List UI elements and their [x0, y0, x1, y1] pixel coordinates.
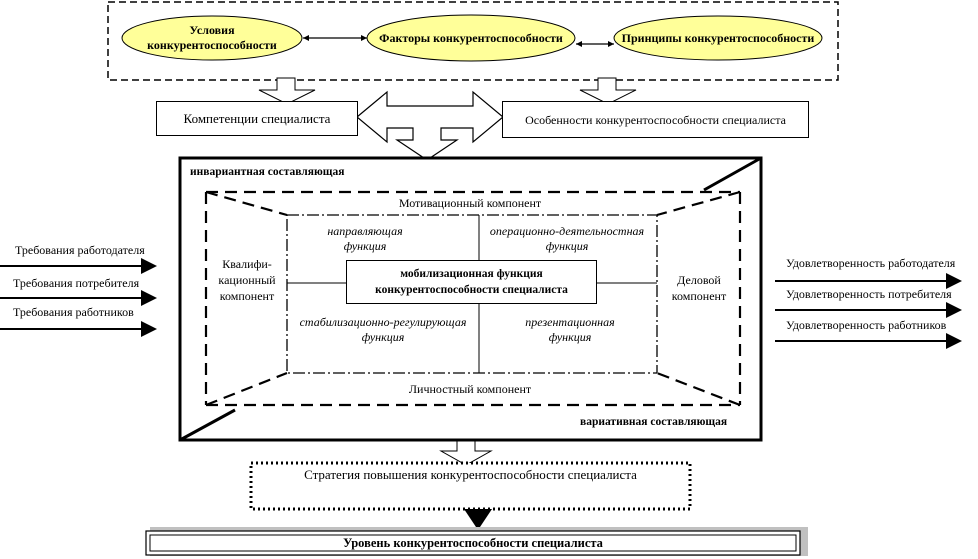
down-arrow-strategy	[439, 440, 493, 466]
oval-factors	[366, 14, 576, 62]
invariant-label: инвариантная составляющая	[190, 166, 345, 178]
personal-component: Личностный компонент	[408, 382, 532, 396]
oval-connector-left	[303, 35, 367, 41]
presentational-function: презентационная функция	[525, 315, 615, 344]
operational-function: операционно-деятельностная функция	[489, 224, 645, 253]
competencies-box: Компетенции специалиста	[156, 101, 358, 136]
components-frame	[204, 190, 742, 407]
oval-principles	[613, 15, 823, 61]
directing-function: направляющая функция	[327, 224, 403, 253]
oval-principles-label: Принципы конкурентоспособности	[621, 30, 815, 45]
qualification-component: Квалифи-кационный компонент	[218, 257, 276, 303]
input-label-employer: Требования работодателя	[15, 243, 145, 257]
oval-connector-right	[576, 41, 614, 47]
level-label: Уровень конкурентоспособности специалист…	[343, 536, 603, 550]
stabilizing-function: стабилизационно-регулирующая функция	[299, 315, 467, 344]
oval-conditions	[121, 15, 303, 61]
features-box: Особенности конкурентоспособности специа…	[502, 101, 809, 138]
variative-label: вариативная составляющая	[580, 416, 728, 428]
three-way-arrow	[356, 90, 504, 161]
business-component: Деловой компонент	[671, 273, 727, 303]
mobilization-function-box: мобилизационная функция конкурентоспособ…	[346, 260, 597, 304]
oval-factors-label: Факторы конкурентоспособности	[379, 30, 563, 45]
output-label-employer: Удовлетворенность работодателя	[786, 256, 956, 270]
down-arrow-right	[579, 77, 637, 105]
oval-conditions-label: Условия конкурентоспособности	[147, 23, 277, 52]
down-arrow-left	[258, 77, 316, 105]
down-triangle	[464, 509, 492, 530]
strategy-box	[249, 461, 692, 511]
output-label-employees: Удовлетворенность работников	[786, 318, 947, 332]
input-label-employees: Требования работников	[13, 305, 134, 319]
output-label-consumer: Удовлетворенность потребителя	[786, 287, 952, 301]
functions-frame	[286, 214, 658, 374]
motivational-component: Мотивационный компонент	[398, 196, 542, 210]
strategy-label: Стратегия повышения конкурентоспособност…	[304, 467, 637, 482]
input-label-consumer: Требования потребителя	[13, 276, 140, 290]
